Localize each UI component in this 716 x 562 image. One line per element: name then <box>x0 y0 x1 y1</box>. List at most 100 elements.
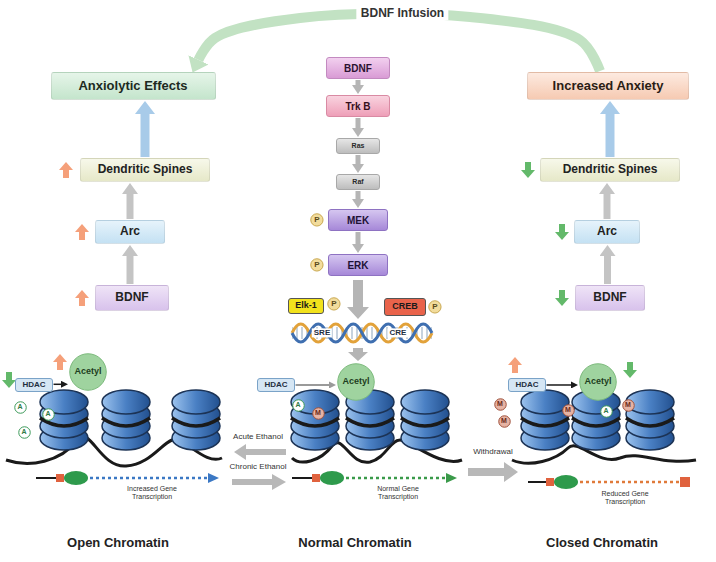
node-text: P <box>314 216 319 225</box>
transcription-label: Increased Gene Transcription <box>112 485 192 501</box>
illustration-part <box>546 478 554 486</box>
circle-shape <box>292 399 304 411</box>
illustration-part <box>521 162 535 178</box>
connector-arrow <box>547 384 571 386</box>
illustration-part <box>64 471 88 485</box>
methyl-mark: M <box>498 415 511 428</box>
node-text: Arc <box>597 225 617 238</box>
node-text: CREB <box>392 302 418 312</box>
acetyl-mark: A <box>292 399 305 412</box>
node-text: Anxiolytic Effects <box>78 79 187 93</box>
node-text: HDAC <box>22 381 45 390</box>
methyl-mark: M <box>562 404 575 417</box>
effect-box: BDNF <box>95 285 169 311</box>
acetyl-mark: A <box>14 401 27 414</box>
phospho-circle: P <box>310 213 324 227</box>
pathway-box: MEK <box>328 209 388 231</box>
acetyl-circle: Acetyl <box>579 363 617 401</box>
illustration-part <box>90 477 210 480</box>
transcription-factor: Elk-1 <box>288 298 324 314</box>
circle-shape <box>70 354 107 391</box>
node-text: ERK <box>347 260 368 271</box>
illustration-part <box>320 471 344 485</box>
illustration-part <box>172 390 220 450</box>
illustration-part <box>555 224 569 240</box>
node-text: M <box>625 401 631 409</box>
gene-open <box>36 471 219 485</box>
phospho-circle: P <box>428 300 442 314</box>
connector-arrow <box>356 232 361 244</box>
pathway-box: ERK <box>328 254 388 276</box>
connector-arrow <box>356 80 361 85</box>
circle-shape <box>14 401 26 413</box>
circle-shape <box>328 298 340 310</box>
transition-label: Withdrawal <box>473 447 513 456</box>
effect-box: Dendritic Spines <box>540 158 680 182</box>
illustration-part <box>312 474 320 482</box>
node-text: Trk B <box>345 101 370 112</box>
connector-arrow <box>604 256 611 284</box>
illustration-part <box>554 475 578 489</box>
circle-shape <box>311 259 323 271</box>
transition-label: Acute Ethanol <box>233 432 283 441</box>
illustration-part <box>346 477 448 480</box>
circle-shape <box>562 404 574 416</box>
node-text: M <box>315 409 321 417</box>
pathway-box: Raf <box>336 174 380 190</box>
node-text: P <box>331 300 336 309</box>
node-text: A <box>295 401 300 409</box>
transcription-factor: CREB <box>384 298 426 316</box>
node-text: Arc <box>120 225 140 238</box>
circle-shape <box>498 415 510 427</box>
circle-shape <box>622 399 634 411</box>
connector-arrow <box>606 114 615 157</box>
node-text: Increased Anxiety <box>553 79 664 93</box>
illustration-part <box>75 224 89 240</box>
illustration-part <box>232 474 286 490</box>
methyl-mark: M <box>494 398 507 411</box>
acetyl-mark: A <box>18 426 31 439</box>
node-text: Raf <box>352 178 363 186</box>
node-text: A <box>603 407 608 415</box>
illustration-part <box>2 372 16 388</box>
circle-shape <box>429 301 441 313</box>
connector-arrow <box>127 194 134 219</box>
transcription-label: Normal Gene Transcription <box>363 485 433 501</box>
node-text: Dendritic Spines <box>563 163 658 176</box>
connector-arrow <box>127 256 134 284</box>
node-text: A <box>45 410 50 418</box>
up-indicator <box>53 162 522 373</box>
pathway-box: Ras <box>336 138 380 154</box>
node-text: Elk-1 <box>295 301 317 311</box>
node-text: P <box>432 303 437 312</box>
illustration-part <box>401 390 449 450</box>
circle-shape <box>494 398 506 410</box>
hdac-box: HDAC <box>15 378 52 393</box>
panel-caption: Normal Chromatin <box>298 536 411 551</box>
connector-arrow <box>356 155 361 164</box>
illustration-part <box>446 473 457 483</box>
node-text: Acetyl <box>74 367 101 377</box>
illustration-part <box>555 290 569 306</box>
illustration-part <box>468 462 518 482</box>
pathway-box: BDNF <box>326 57 390 79</box>
circle-shape <box>311 214 323 226</box>
connector-arrow <box>604 194 611 219</box>
illustration-part <box>102 390 150 450</box>
illustration-part <box>208 473 219 483</box>
illustration-part <box>521 390 569 450</box>
connector-arrow <box>356 191 361 199</box>
illustration-part <box>40 390 88 450</box>
node-text: BDNF <box>115 291 148 304</box>
acetyl-mark: A <box>42 408 55 421</box>
illustration-part <box>234 444 286 460</box>
flow-arrow <box>348 348 368 361</box>
node-text: HDAC <box>264 381 287 390</box>
effect-box: Dendritic Spines <box>80 158 210 182</box>
pathway-box: Trk B <box>326 95 390 117</box>
illustration-part <box>580 481 680 484</box>
node-text: P <box>314 261 319 270</box>
illustration-part <box>292 324 432 342</box>
dna-element-label: SRE <box>312 328 332 337</box>
node-text: A <box>17 403 22 411</box>
